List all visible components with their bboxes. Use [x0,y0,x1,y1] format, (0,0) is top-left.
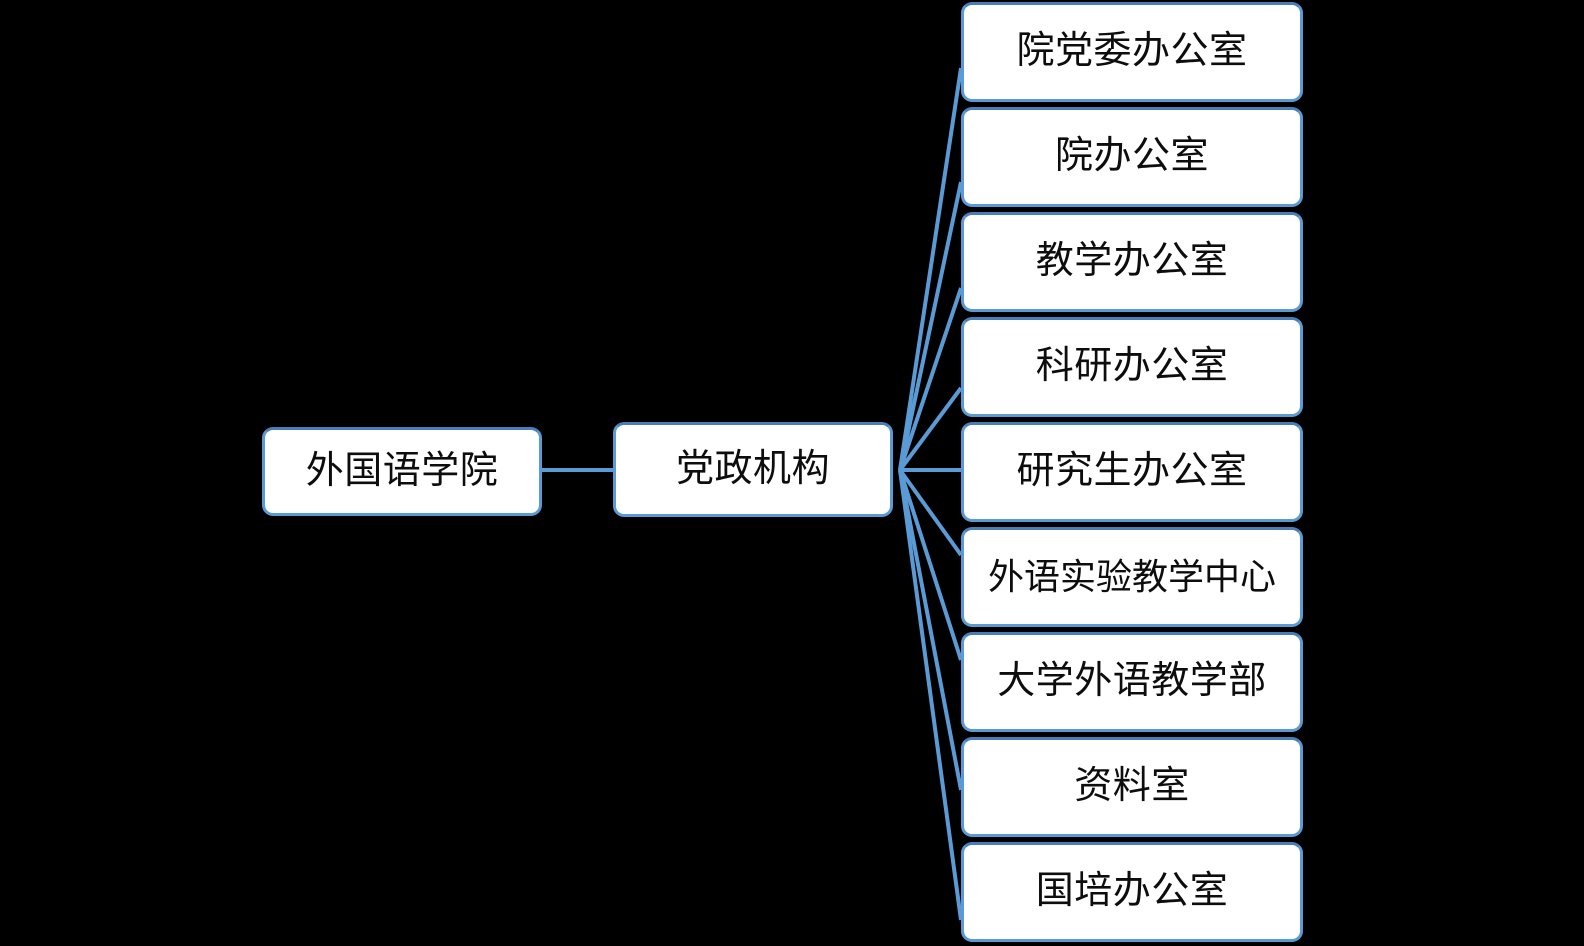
node-root[interactable]: 外国语学院 [262,427,542,516]
node-leaf-7[interactable]: 大学外语教学部 [961,632,1303,732]
node-leaf-7-label: 大学外语教学部 [997,660,1267,703]
connector-hub-to-leaf-3 [898,287,963,471]
connector-hub-to-leaf-8 [898,469,963,791]
connector-hub-to-leaf-7 [898,469,963,661]
node-leaf-6-label: 外语实验教学中心 [987,556,1276,598]
node-leaf-6[interactable]: 外语实验教学中心 [961,527,1303,627]
node-leaf-1[interactable]: 院党委办公室 [961,2,1303,102]
node-leaf-8[interactable]: 资料室 [961,737,1303,837]
node-leaf-2-label: 院办公室 [1054,135,1209,178]
node-hub-label: 党政机构 [675,447,830,490]
connector-hub-to-leaf-4 [898,386,963,472]
node-leaf-5-label: 研究生办公室 [1016,450,1248,493]
connector-hub-to-leaf-6 [898,468,963,557]
connector-hub-to-leaf-2 [898,181,963,471]
node-leaf-3-label: 教学办公室 [1035,240,1229,283]
node-leaf-9[interactable]: 国培办公室 [961,842,1303,942]
node-leaf-5[interactable]: 研究生办公室 [961,422,1303,522]
node-leaf-4[interactable]: 科研办公室 [961,317,1303,417]
node-leaf-9-label: 国培办公室 [1035,870,1229,913]
node-root-label: 外国语学院 [305,449,499,492]
node-leaf-8-label: 资料室 [1074,765,1190,808]
node-leaf-3[interactable]: 教学办公室 [961,212,1303,312]
connector-hub-to-leaf-9 [898,469,963,921]
node-leaf-2[interactable]: 院办公室 [961,107,1303,207]
node-hub[interactable]: 党政机构 [613,422,893,517]
connector-hub-to-leaf-1 [898,67,963,471]
node-leaf-1-label: 院党委办公室 [1016,30,1248,73]
node-leaf-4-label: 科研办公室 [1035,345,1229,388]
